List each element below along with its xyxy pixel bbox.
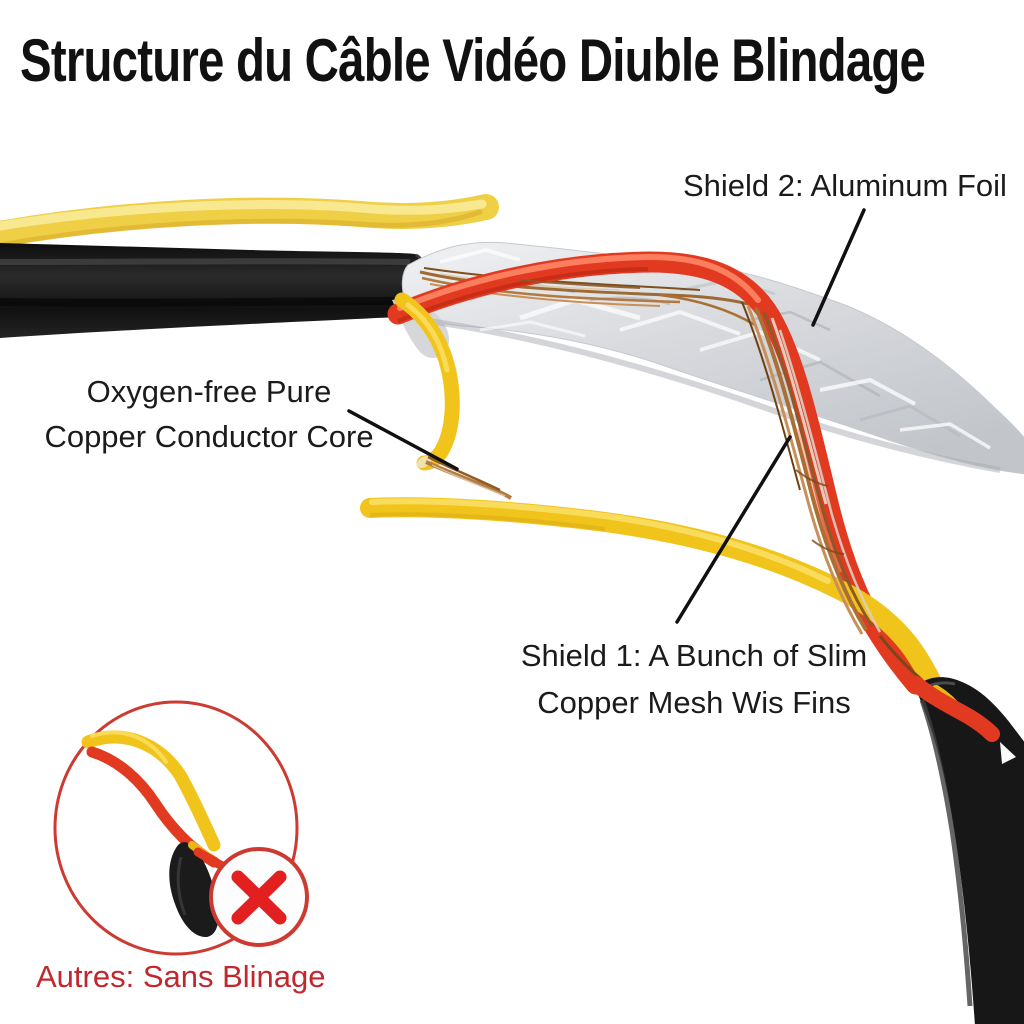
outer-jacket-bottom-right [908,676,1024,1024]
copper-mesh-over-red [519,279,756,327]
red-wire-shade [397,267,649,323]
yellow-wire-body [360,497,943,695]
annotation-shield1-line2: Copper Mesh Wis Fins [537,685,851,720]
pale-yellow-wire-highlight [0,199,487,231]
inset-jacket-stub [169,842,219,938]
inset-caption: Autres: Sans Blinage [36,959,326,994]
jacket-notch [1000,742,1016,764]
pale-yellow-wire-body [0,194,499,248]
annotation-shield1: Shield 1: A Bunch of Slim Copper Mesh Wi… [496,632,892,726]
copper-mesh-bundle [741,301,923,682]
red-wire-over-jacket [908,676,1000,742]
inset-yellow-highlight [90,730,168,764]
leader-line-shield2 [811,208,866,327]
outer-jacket-left [0,243,430,338]
yellow-wire-long [360,497,943,695]
bare-copper-core [425,455,513,500]
annotation-core-line2: Copper Conductor Core [44,419,374,454]
outer-jacket-left-body [0,243,429,338]
foil-bottom-shade [419,317,1001,473]
no-shield-inset [53,700,309,956]
inset-yellow-wire [81,730,221,852]
leader-line-core [347,409,459,471]
yellow-wire-shade [369,512,606,531]
page-title: Structure du Câble Vidéo Diuble Blindage [20,27,926,94]
annotation-core: Oxygen-free Pure Copper Conductor Core [34,369,384,459]
yellow-loop-highlight [405,302,450,373]
inset-stub-sheen [176,856,187,916]
pale-yellow-wire-shadow [0,209,483,248]
pale-yellow-wire [0,194,499,248]
leader-lines [347,208,866,624]
leader-line-shield1 [675,435,792,624]
magnifier-circle [53,700,299,956]
jacket-sheen [0,258,411,265]
outer-jacket-bottom-body [916,677,1024,1024]
x-mark-icon [231,870,287,925]
annotation-shield1-line1: Shield 1: A Bunch of Slim [520,638,868,673]
yellow-wire-loop [394,292,513,500]
jacket-shadow-line [0,297,409,307]
jacket-bottom-sheen [919,699,973,1007]
annotation-shield2: Shield 2: Aluminum Foil [683,168,1007,203]
yellow-wire-highlight [369,498,831,584]
annotation-core-line1: Oxygen-free Pure [86,374,332,409]
red-wire-highlight [397,253,761,311]
